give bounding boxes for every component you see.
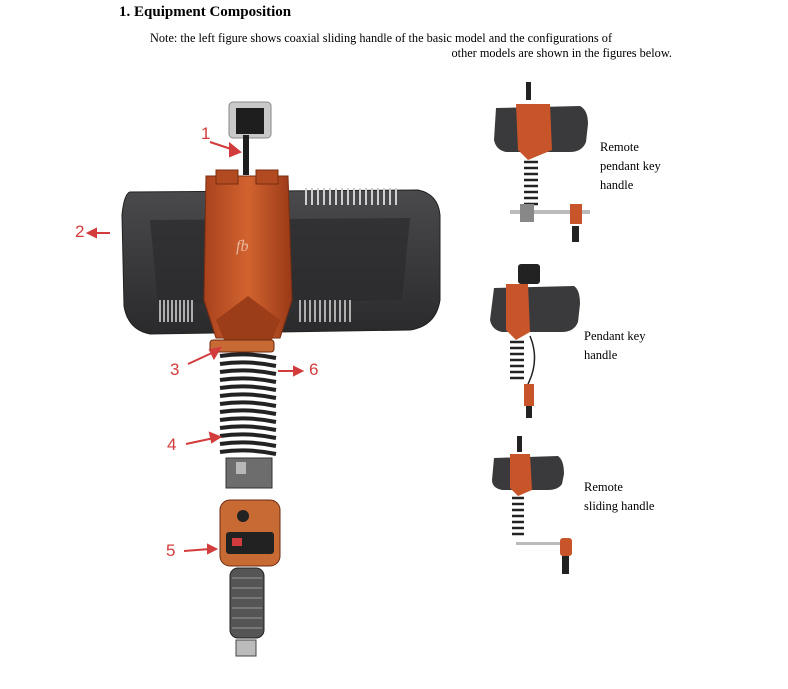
caption-line: Remote — [584, 480, 623, 494]
handle-collar — [225, 457, 273, 489]
hand-grip — [229, 567, 265, 639]
callout-6: 6 — [309, 360, 319, 379]
variant-remote-sliding-figure — [492, 436, 572, 574]
spring-top-cap — [209, 339, 275, 353]
variant-pendant-key-figure — [490, 264, 580, 418]
hanger-clamp — [228, 101, 272, 175]
orange-center-frame — [203, 175, 293, 339]
caption-line: handle — [584, 348, 618, 362]
caption-line: pendant key — [600, 159, 661, 173]
vent-grill-left — [159, 300, 193, 322]
caption-line: handle — [600, 178, 634, 192]
note-line-1: Note: the left figure shows coaxial slid… — [150, 31, 613, 45]
caption-line: sliding handle — [584, 499, 655, 513]
callout-3: 3 — [170, 360, 180, 379]
callout-5: 5 — [166, 541, 176, 560]
vent-grill-right — [299, 300, 351, 322]
callout-1: 1 — [201, 124, 211, 143]
handle-button-panel — [226, 532, 274, 554]
variant-remote-pendant-figure — [494, 82, 590, 242]
coil-spring — [219, 352, 277, 456]
callout-4: 4 — [167, 435, 177, 454]
caption-pendant-key-handle: Pendant key handle — [584, 327, 645, 365]
note-line-2: other models are shown in the figures be… — [451, 46, 673, 60]
figure-note: Note: the left figure shows coaxial slid… — [150, 31, 672, 61]
caption-line: Pendant key — [584, 329, 646, 343]
callout-2: 2 — [75, 222, 85, 241]
vent-grill-top — [305, 188, 397, 205]
caption-remote-pendant-key-handle: Remote pendant key handle — [600, 138, 661, 195]
caption-remote-sliding-handle: Remote sliding handle — [584, 478, 654, 516]
section-heading: 1. Equipment Composition — [119, 4, 292, 20]
brand-logo: fb — [236, 238, 249, 255]
caption-line: Remote — [600, 140, 639, 154]
callout-arrows — [85, 141, 305, 555]
